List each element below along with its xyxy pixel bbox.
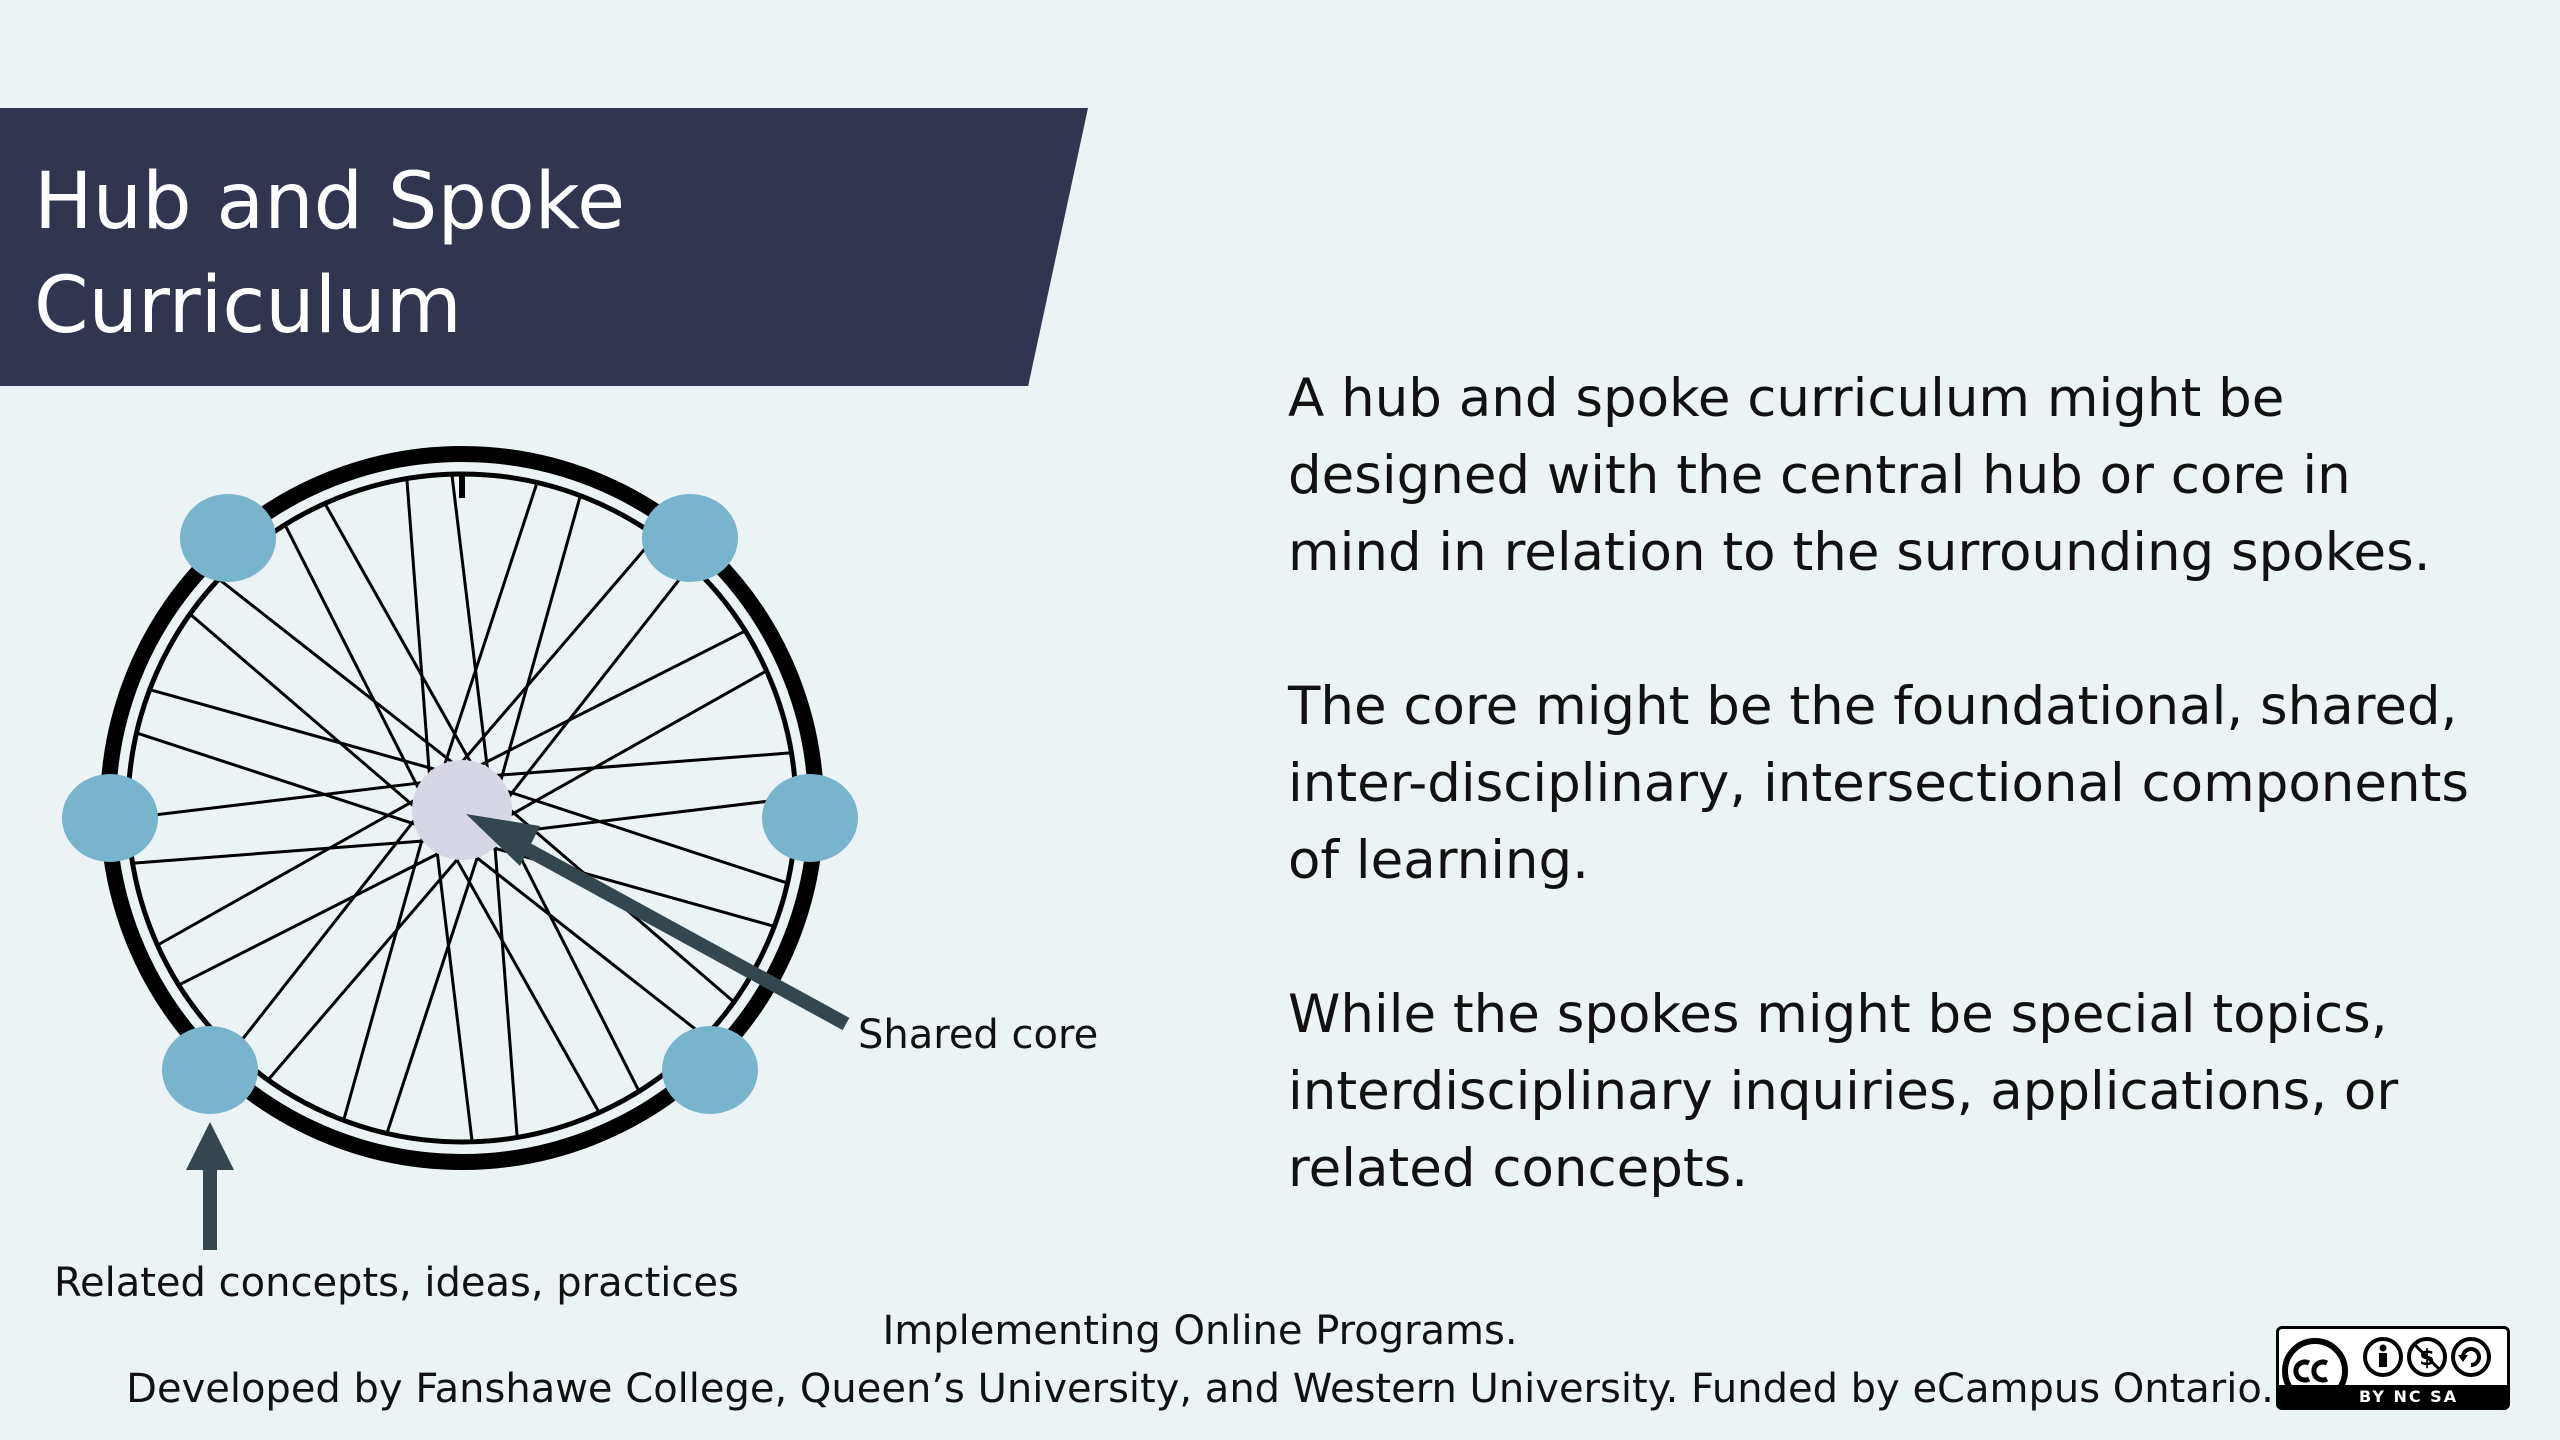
node-top-right <box>642 494 738 582</box>
paragraph-line: of learning. <box>1288 830 1589 891</box>
related-concepts-label: Related concepts, ideas, practices <box>54 1260 739 1306</box>
body-text: A hub and spoke curriculum might be desi… <box>1288 360 2488 1284</box>
wheel-spoke <box>176 849 446 988</box>
by-icon <box>2363 1337 2403 1377</box>
paragraph-1: A hub and spoke curriculum might be desi… <box>1288 360 2488 591</box>
title-banner <box>0 108 1088 386</box>
wheel-spoke <box>282 522 421 792</box>
wheel-spoke <box>134 730 420 828</box>
wheel-spoke <box>230 816 419 1054</box>
paragraph-line: mind in relation to the surrounding spok… <box>1288 522 2431 583</box>
wheel-spoke <box>498 493 583 783</box>
wheel-spoke <box>341 833 426 1123</box>
sa-icon <box>2451 1337 2491 1377</box>
paragraph-line: designed with the central hub or core in <box>1288 445 2351 506</box>
wheel-spoke <box>493 840 519 1140</box>
paragraph-line: The core might be the foundational, shar… <box>1288 676 2458 737</box>
node-bottom-right <box>662 1026 758 1114</box>
paragraph-line: While the spokes might be special topics… <box>1288 984 2388 1045</box>
wheel-spoke <box>405 476 431 776</box>
wheel-spoke <box>322 500 473 764</box>
node-left <box>62 774 158 862</box>
shared-core-arrow <box>466 814 850 1031</box>
node-bottom-left <box>162 1026 258 1114</box>
wheel-spoke <box>384 850 482 1136</box>
wheel-spoke <box>187 611 417 810</box>
nc-icon: $ <box>2407 1337 2447 1377</box>
outer-nodes <box>62 494 858 1114</box>
license-terms: BY NC SA <box>2359 1387 2459 1406</box>
wheel-spoke <box>506 668 770 819</box>
related-concepts-arrow <box>186 1122 234 1250</box>
wheel-spoke <box>442 480 540 766</box>
wheel-spoke <box>470 851 708 1040</box>
node-right <box>762 774 858 862</box>
title-line-1: Hub and Spoke <box>34 157 626 247</box>
node-top-left <box>180 494 276 582</box>
wheel-spoke <box>434 846 474 1145</box>
wheel-spoke <box>460 533 659 763</box>
license-strip <box>2279 1385 2507 1407</box>
shared-core-label: Shared core <box>858 1012 1099 1058</box>
paragraph-line: inter-disciplinary, intersectional compo… <box>1288 753 2469 814</box>
wheel-spoke <box>505 562 694 800</box>
wheel-spoke <box>500 796 799 836</box>
wheel-spoke <box>451 852 602 1116</box>
wheel-spoke <box>154 797 418 948</box>
slide-title: Hub and Spoke Curriculum <box>34 150 994 358</box>
paragraph-line: related concepts. <box>1288 1138 1749 1199</box>
wheel-spoke <box>216 576 454 765</box>
paragraph-2: The core might be the foundational, shar… <box>1288 668 2488 899</box>
wheel-spoke <box>147 687 437 772</box>
wheel-spoke <box>478 628 748 767</box>
wheel-spoke <box>125 780 424 820</box>
paragraph-line: A hub and spoke curriculum might be <box>1288 368 2285 429</box>
wheel-spoke <box>130 839 430 865</box>
wheel-spoke <box>504 788 790 886</box>
paragraph-line: interdisciplinary inquiries, application… <box>1288 1061 2399 1122</box>
wheel-spokes <box>125 471 799 1145</box>
cc-license-badge[interactable]: $ BY NC SA <box>2276 1326 2510 1410</box>
title-line-2: Curriculum <box>34 261 462 351</box>
hub-core <box>412 760 512 860</box>
footer-credits: Developed by Fanshawe College, Queen’s U… <box>126 1366 2274 1412</box>
wheel-spoke <box>494 751 794 777</box>
wheel-spoke <box>503 824 642 1094</box>
wheel-spoke <box>450 471 490 770</box>
wheel-spoke <box>265 853 464 1083</box>
paragraph-3: While the spokes might be special topics… <box>1288 976 2488 1207</box>
hub-spoke-diagram <box>62 446 858 1250</box>
footer-title: Implementing Online Programs. <box>882 1308 1518 1354</box>
